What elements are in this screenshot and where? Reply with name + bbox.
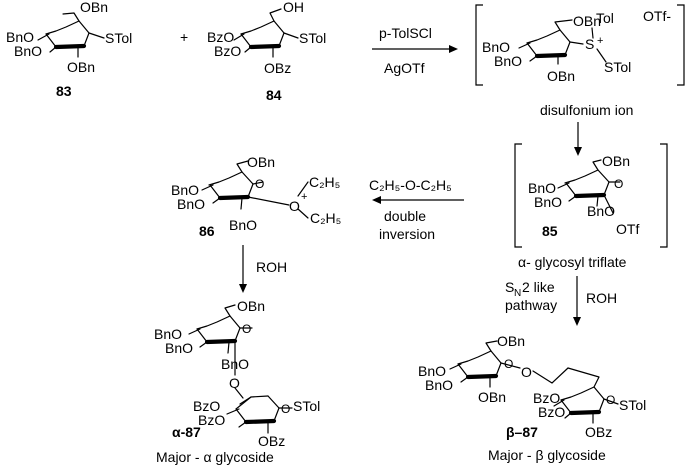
sn2-pathway: pathway	[505, 297, 557, 313]
86-charge: +	[301, 191, 307, 203]
alpha-87-BnO-bottom: BnO	[221, 356, 249, 372]
85-caption: α- glycosyl triflate	[518, 254, 627, 270]
86-BnO-lower: BnO	[177, 196, 205, 212]
83-BnO-upper: BnO	[6, 29, 34, 45]
86-BnO-bottom: BnO	[229, 217, 257, 233]
compound-85-number: 85	[542, 223, 558, 239]
compound-alpha-87-number: α-87	[172, 424, 201, 440]
compound-beta-87-number: β–87	[506, 424, 538, 440]
86-OBn-top: OBn	[247, 154, 275, 170]
arrow-to-alpha-87: ROH	[239, 245, 287, 293]
disulfonium-STol: STol	[604, 59, 631, 75]
disulfonium-BnO-upper: BnO	[482, 39, 510, 55]
86-BnO-upper: BnO	[171, 182, 199, 198]
84-STol: STol	[299, 30, 326, 46]
beta-87-BnO-lower: BnO	[425, 377, 453, 393]
beta-87-BzO-lower: BzO	[538, 404, 565, 420]
alpha-87-STol: STol	[293, 398, 320, 414]
84-BzO-lower: BzO	[214, 43, 241, 59]
compound-84-number: 84	[266, 87, 282, 103]
alpha-87-BnO-lower: BnO	[165, 340, 193, 356]
disulfonium-S: S	[585, 36, 594, 52]
compound-85: OBn BnO BnO BnO O OTf 85 α- glycosyl tri…	[514, 143, 668, 270]
85-BnO-lower: BnO	[534, 194, 562, 210]
sn2-N: N	[514, 288, 521, 299]
alpha-87-BnO-upper: BnO	[154, 326, 182, 342]
reagent-diethyl-ether: C₂H₅-O-C₂H₅	[369, 177, 452, 193]
alpha-87-OBz: OBz	[258, 433, 285, 449]
arrow-thioglycoside-activation: p-TolSCl AgOTf	[372, 25, 458, 76]
compound-86-number: 86	[199, 223, 215, 239]
arrow-to-triflate	[574, 122, 582, 156]
roh-left: ROH	[256, 259, 287, 275]
83-STol: STol	[105, 30, 132, 46]
alpha-87-BzO-lower: BzO	[198, 412, 225, 428]
beta-87-BzO-upper: BzO	[533, 390, 560, 406]
85-OBn-top: OBn	[602, 153, 630, 169]
sn2-S: S	[505, 279, 514, 295]
disulfonium-Tol: Tol	[596, 10, 614, 26]
85-OTf: OTf	[616, 221, 639, 237]
beta-87-OBn-bottom: OBn	[478, 389, 506, 405]
alpha-87-BzO-upper: BzO	[193, 398, 220, 414]
compound-83-number: 83	[56, 83, 72, 99]
disulfonium-OBn-top: OBn	[573, 13, 601, 29]
84-OH: OH	[283, 0, 304, 15]
83-OBn-bottom: OBn	[67, 59, 95, 75]
alpha-87-ring-O-top: O	[242, 322, 251, 336]
sn2-rest: 2 like	[522, 279, 555, 295]
compound-83: OBn BnO BnO STol OBn 83	[6, 0, 132, 99]
beta-87-BnO-upper: BnO	[418, 363, 446, 379]
beta-87-ring-O-bottom: O	[606, 393, 615, 407]
disulfonium-OBn-bottom: OBn	[547, 68, 575, 84]
compound-86: OBn BnO BnO BnO O O + C₂H₅ C₂H₅ 86	[171, 154, 341, 239]
beta-87-ring-O-top: O	[504, 357, 513, 371]
86-C2H5-top: C₂H₅	[309, 174, 340, 190]
arrow-ether-double-inversion: C₂H₅-O-C₂H₅ double inversion	[369, 177, 464, 242]
compound-beta-87: OBn BnO BnO OBn O O O BzO BzO STol OBz β…	[418, 333, 646, 463]
disulfonium-ion: OBn BnO BnO OBn S + Tol STol OTf- disulf…	[475, 4, 685, 118]
compound-alpha-87: OBn BnO BnO BnO O O O BzO BzO STol OBz α…	[154, 298, 320, 465]
reagent-agotf: AgOTf	[384, 60, 425, 76]
compound-84: OH BzO BzO STol OBz 84	[207, 0, 326, 103]
beta-87-OBz: OBz	[585, 424, 612, 440]
86-C2H5-bottom: C₂H₅	[310, 210, 341, 226]
alpha-87-O-link: O	[229, 375, 240, 391]
alpha-87-caption: Major - α glycoside	[156, 449, 274, 465]
alpha-87-ring-O-bottom: O	[281, 402, 290, 416]
83-BnO-lower: BnO	[14, 43, 42, 59]
disulfonium-caption: disulfonium ion	[540, 102, 633, 118]
disulfonium-counterion: OTf-	[643, 8, 671, 24]
84-BzO-upper: BzO	[207, 29, 234, 45]
beta-87-caption: Major - β glycoside	[488, 447, 606, 463]
disulfonium-charge: +	[597, 35, 603, 47]
ether-note-double: double	[384, 208, 426, 224]
reagent-p-tolscl: p-TolSCl	[379, 25, 432, 41]
84-OBz: OBz	[264, 60, 291, 76]
85-BnO-upper: BnO	[528, 180, 556, 196]
beta-87-O-link: O	[521, 364, 532, 380]
beta-87-OBn-top: OBn	[497, 333, 525, 349]
arrow-to-beta-87: S N 2 like pathway ROH	[505, 276, 617, 326]
86-ring-O: O	[255, 177, 264, 191]
roh-right: ROH	[586, 290, 617, 306]
plus-sign: +	[180, 29, 188, 45]
86-oxonium-O: O	[289, 198, 300, 214]
85-ring-O: O	[614, 177, 623, 191]
85-BnO-bottom: BnO	[587, 203, 615, 219]
ether-note-inversion: inversion	[379, 226, 435, 242]
disulfonium-BnO-lower: BnO	[494, 53, 522, 69]
beta-87-STol: STol	[619, 397, 646, 413]
83-OBn-top: OBn	[80, 0, 108, 15]
alpha-87-OBn-top: OBn	[237, 298, 265, 314]
